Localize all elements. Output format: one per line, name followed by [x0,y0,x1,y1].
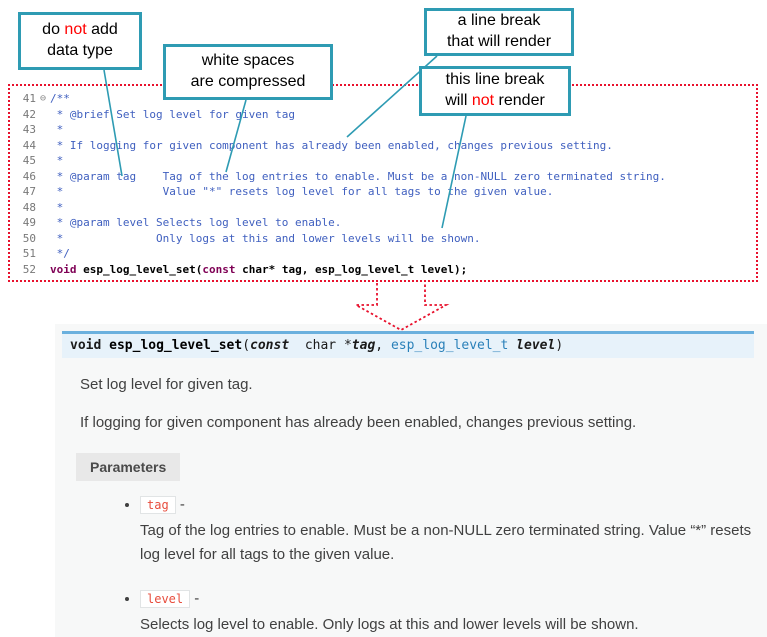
fold-gutter [36,169,50,185]
fold-gutter [36,107,50,123]
code-line: 50 * Only logs at this and lower levels … [12,231,756,247]
param-name-code: level [140,589,191,608]
callout-text-line: that will render [446,33,552,50]
code-line: 49 * @param level Selects log level to e… [12,215,756,231]
param-description: Selects log level to enable. Only logs a… [140,615,639,633]
code-line: 46 * @param tag Tag of the log entries t… [12,169,756,185]
render-arrow-icon [352,283,450,332]
code-text: * [50,123,64,136]
line-number: 51 [22,247,36,260]
line-number: 43 [22,123,36,136]
code-text: * [50,200,64,214]
code-text: void esp_log_level_set(const char* tag, … [50,262,468,276]
param-name-code: tag [140,495,176,514]
function-signature: void esp_log_level_set(const char *tag, … [62,331,754,358]
callout-text-line: do not add [42,21,118,39]
fold-gutter [36,262,50,278]
code-line: 47 * Value "*" resets log level for all … [12,184,756,200]
fold-gutter [36,231,50,247]
callout-text-line: are compressed [190,73,306,90]
code-line: 48 * [12,200,756,216]
parameter-item: level - Selects log level to enable. Only… [140,589,767,637]
fold-gutter [36,153,50,169]
fold-gutter [36,122,50,138]
code-line: 43 * [12,122,756,138]
callout-do-not-add-data-type: do not add data type [18,12,142,70]
code-lines: 41⊖/**42 * @brief Set log level for give… [12,91,756,277]
code-line: 41⊖/** [12,91,756,107]
callout-line-break-not-render: this line break will not render [419,66,571,116]
fold-gutter [36,215,50,231]
line-number: 52 [22,262,36,276]
parameter-item: tag - Tag of the log entries to enable. M… [140,495,767,567]
line-number: 41 [22,92,36,105]
parameter-name-row: level - [140,589,767,608]
code-line: 42 * @brief Set log level for given tag [12,107,756,123]
code-text: * @param tag Tag of the log entries to e… [50,169,666,183]
code-text: * Value "*" resets log level for all tag… [50,185,554,198]
param-separator: - [190,589,200,607]
doc-details: If logging for given component has alrea… [80,413,637,431]
code-line: 45 * [12,153,756,169]
fold-gutter [36,138,50,154]
fold-gutter [36,184,50,200]
parameters-header: Parameters [76,452,181,481]
line-number: 49 [22,216,36,229]
code-line: 44 * If logging for given component has … [12,138,756,154]
code-text: * If logging for given component has alr… [50,138,613,152]
code-text: * [50,154,64,167]
fold-gutter [36,246,50,262]
line-number: 44 [22,138,36,152]
callout-white-spaces-compressed: white spaces are compressed [163,44,333,100]
line-number: 46 [22,169,36,183]
line-number: 47 [22,185,36,198]
code-editor-snippet: 41⊖/**42 * @brief Set log level for give… [8,84,758,282]
code-text: /** [50,92,70,105]
doc-brief: Set log level for given tag. [80,376,253,393]
code-text: * Only logs at this and lower levels wil… [50,231,481,245]
code-text: * @param level Selects log level to enab… [50,216,342,229]
callout-text-line: a line break [457,12,541,30]
callout-line-break-renders: a line break that will render [424,8,574,56]
callout-text-line: this line break [445,71,545,89]
line-number: 48 [22,200,36,214]
line-number: 45 [22,154,36,167]
param-separator: - [175,495,185,513]
parameter-name-row: tag - [140,495,767,514]
code-text: * @brief Set log level for given tag [50,107,296,121]
callout-text-line: white spaces [201,52,295,70]
callout-text-line: data type [47,42,113,59]
line-number: 42 [22,107,36,121]
code-line: 51 */ [12,246,756,262]
fold-collapse-icon[interactable]: ⊖ [39,93,47,104]
param-description: Tag of the log entries to enable. Must b… [140,521,752,563]
line-number: 50 [22,231,36,245]
code-line: 52 void esp_log_level_set(const char* tag… [12,262,756,278]
rendered-doc-panel: void esp_log_level_set(const char *tag, … [55,324,767,637]
code-text: */ [50,247,70,260]
parameters-list: tag - Tag of the log entries to enable. M… [55,495,767,637]
fold-gutter [36,200,50,216]
callout-text-line: will not render [445,92,545,109]
